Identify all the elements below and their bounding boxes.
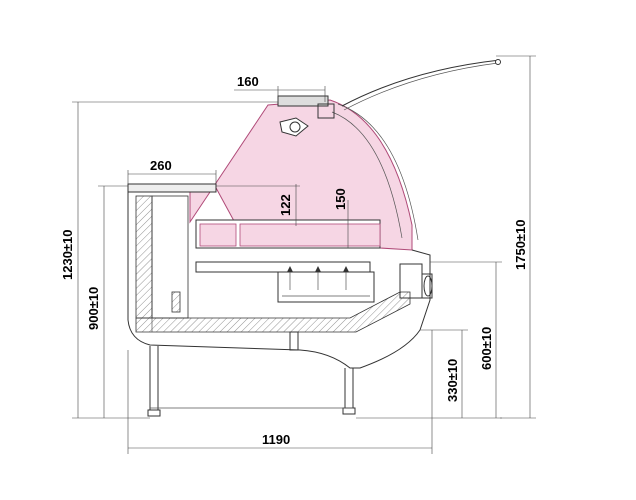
controller-knob [423, 275, 433, 297]
dim-total-length: 1190 [262, 432, 290, 447]
airflow-arrowhead-3 [343, 266, 349, 272]
dim-shelf-width: 260 [150, 158, 172, 173]
counter-body-outline [127, 192, 431, 369]
canopy-lamp [279, 117, 309, 137]
rear-wall-panel [151, 195, 189, 319]
rear-shelf-bracket [171, 291, 181, 313]
foot-right [342, 407, 356, 415]
drain-pipe [289, 331, 299, 351]
dim-counter-height: 900±10 [86, 287, 101, 330]
lamp-fixture [289, 121, 301, 133]
dim-base-height: 330±10 [445, 359, 460, 402]
glass-open-tip [495, 59, 501, 65]
dim-glass-inner-height: 122 [278, 194, 293, 216]
glass-open-position-arc [341, 59, 501, 107]
glass-outer-curve [337, 103, 419, 241]
evaporator-tray [277, 271, 375, 303]
foot-left [147, 409, 161, 417]
canopy-bracket [317, 103, 335, 119]
airflow-arrowhead-1 [287, 266, 293, 272]
glass-inner-curve [331, 111, 403, 239]
airflow-arrowhead-2 [315, 266, 321, 272]
upper-shelf-inner [199, 223, 237, 247]
upper-shelf-inner-2 [239, 223, 381, 247]
dim-service-height: 600±10 [479, 327, 494, 370]
dim-canopy-width: 160 [237, 74, 259, 89]
glass-open-position-arc-inner [343, 62, 499, 111]
dim-glass-outer-height: 150 [333, 188, 348, 210]
dim-total-height-closed: 1230±10 [60, 229, 75, 280]
top-shelf-plate [127, 183, 217, 193]
rear-wall-insulation [135, 195, 153, 319]
dim-total-height-open: 1750±10 [513, 219, 528, 270]
